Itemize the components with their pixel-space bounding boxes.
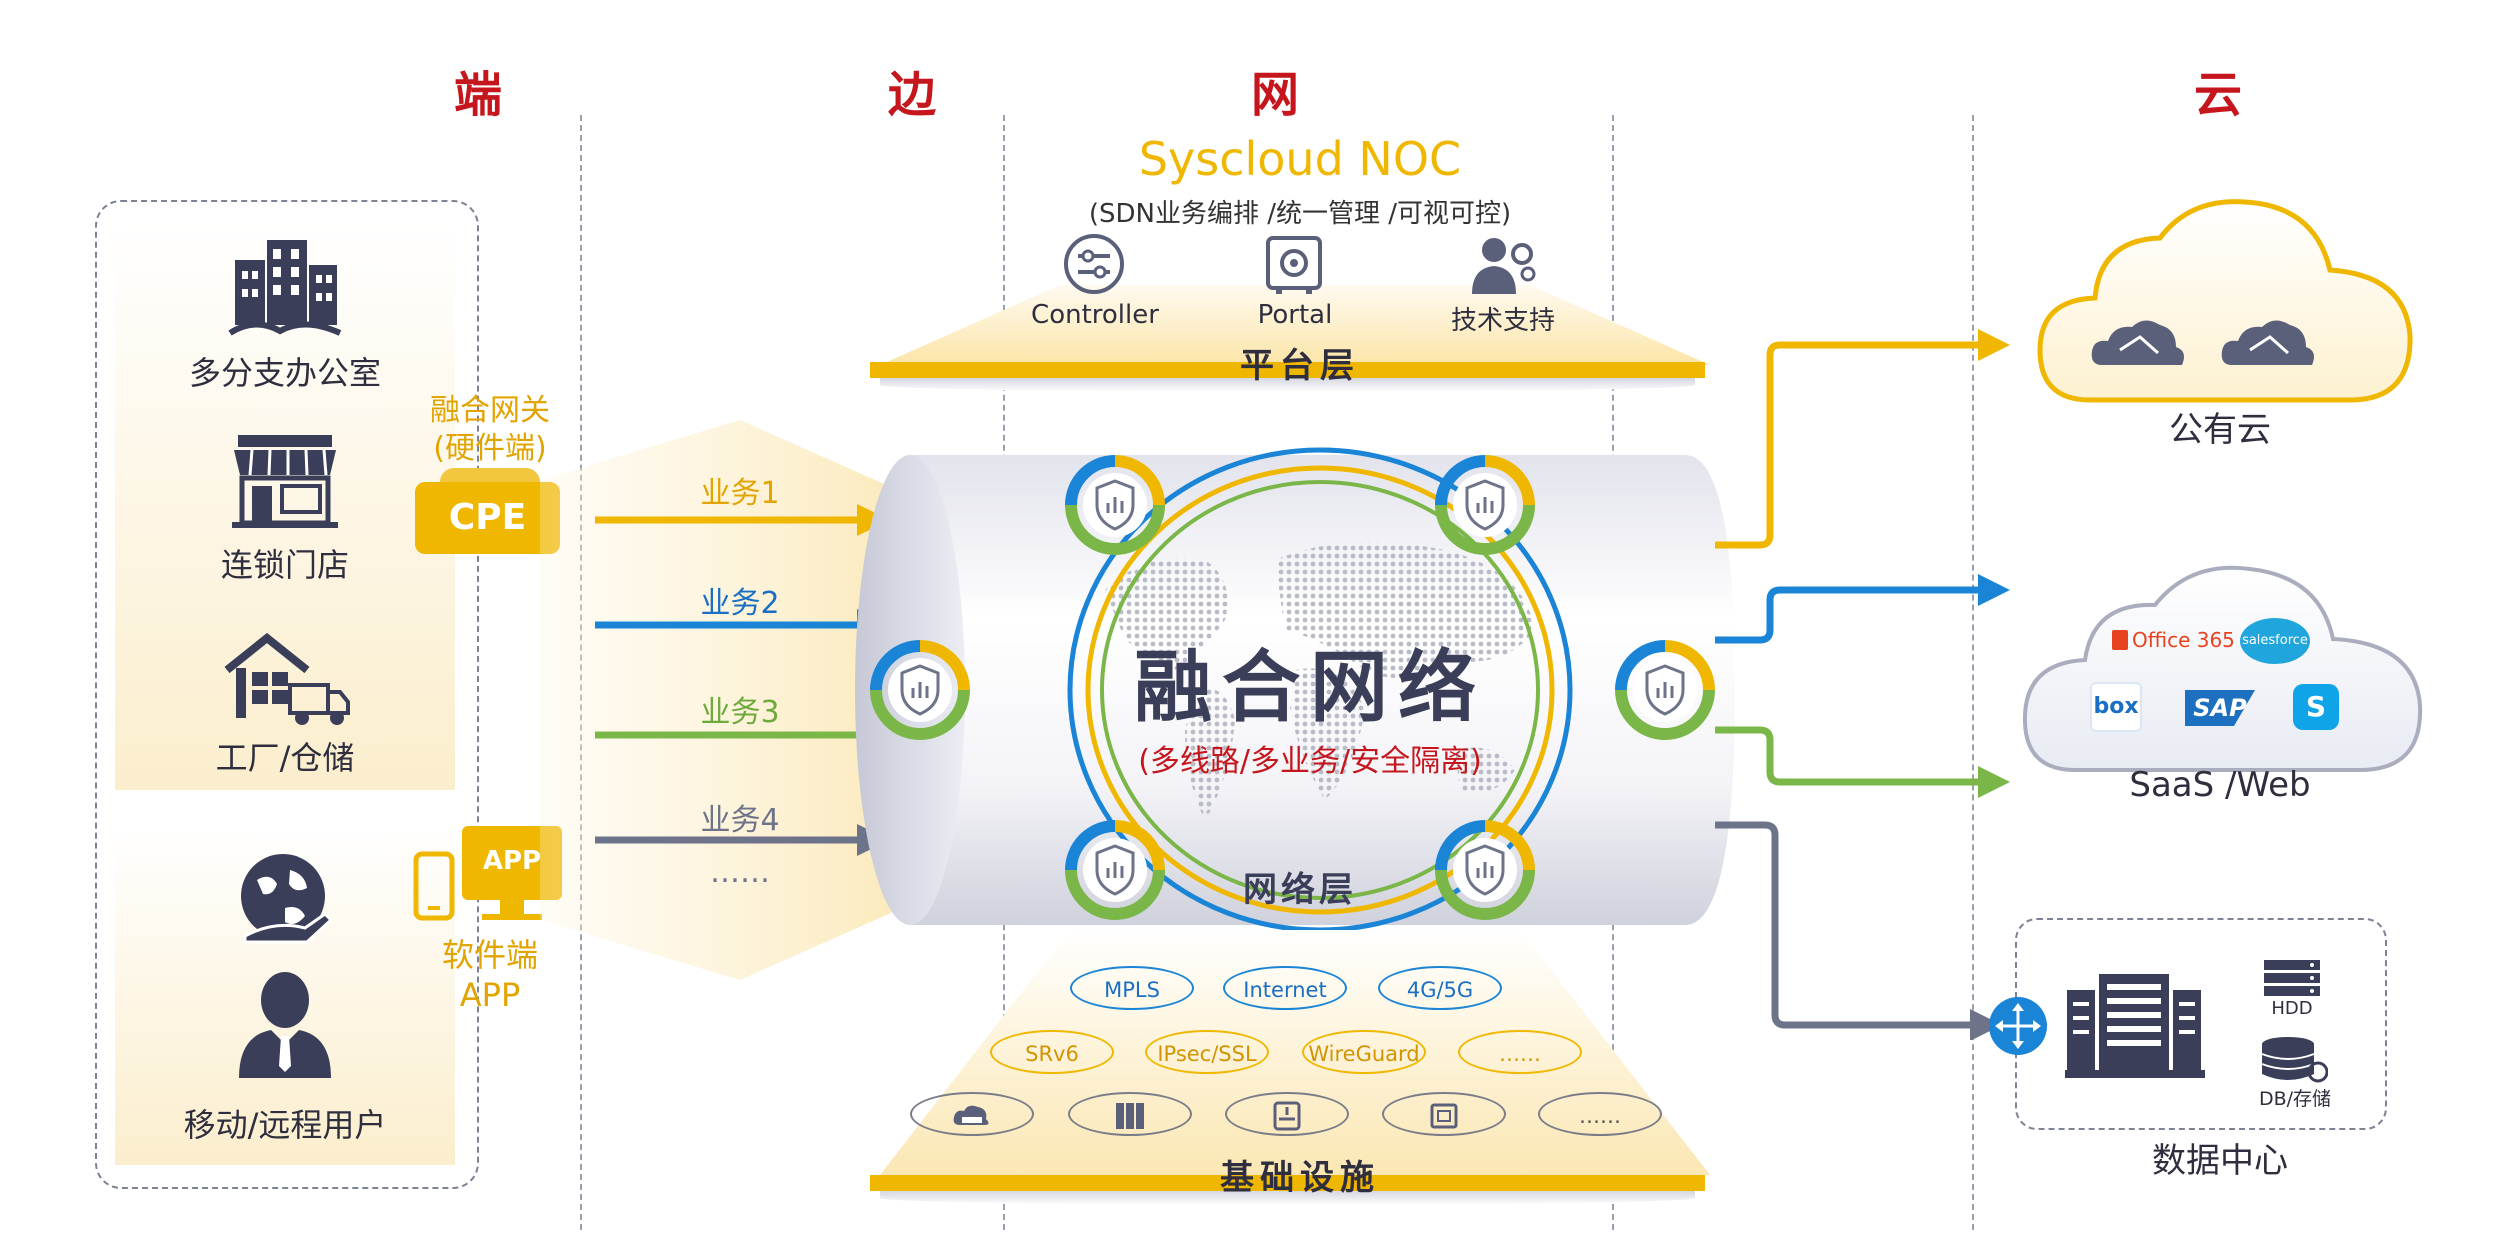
store-icon	[232, 435, 338, 528]
network-subtitle: (多线路/多业务/安全隔离)	[1138, 744, 1482, 779]
platform-bar	[870, 362, 1705, 378]
branch-office-label: 多分支办公室	[188, 354, 381, 392]
mobile-user-label: 移动/远程用户	[183, 1106, 387, 1144]
software-label-line1: 软件端	[441, 936, 538, 974]
infra-cloud-device	[910, 1092, 1034, 1136]
office-building-icon	[228, 240, 342, 336]
controller-label: Controller	[1031, 300, 1159, 330]
sap-logo: SAP	[2185, 690, 2255, 726]
portal-label: Portal	[1257, 300, 1333, 330]
hdd-label: HDD	[2271, 998, 2313, 1019]
infra-router-device	[1382, 1092, 1506, 1136]
cpe-antenna	[440, 468, 540, 482]
skype-logo: S	[2293, 684, 2339, 730]
tunnel-more: ……	[1458, 1030, 1582, 1074]
service-3-label: 业务3	[700, 695, 780, 730]
network-hub-icon	[1989, 997, 2047, 1055]
link-4g5g: 4G/5G	[1378, 966, 1502, 1010]
platform-trapezoid	[880, 285, 1710, 365]
datacenter-label: 数据中心	[2152, 1141, 2288, 1181]
saas-label: SaaS /Web	[2129, 765, 2311, 805]
box-logo: box	[2090, 682, 2142, 732]
office365-label: Office 365	[2132, 628, 2235, 652]
link-mpls: MPLS	[1070, 966, 1194, 1010]
salesforce-logo: salesforce	[2240, 618, 2310, 664]
infra-shadow	[880, 1191, 1695, 1205]
infra-switch-device	[1225, 1092, 1349, 1136]
shield-node-icon	[870, 640, 970, 740]
cpe-device: CPE	[415, 482, 560, 554]
chain-store-label: 连锁门店	[220, 546, 349, 584]
infra-bar	[870, 1175, 1705, 1191]
factory-label: 工厂/仓储	[215, 739, 355, 777]
service-1-label: 业务1	[700, 476, 780, 511]
world-map-graphic	[1105, 542, 1535, 820]
shield-node-icon	[1615, 640, 1715, 740]
switch-icon	[1273, 1101, 1301, 1131]
endpoints-box	[95, 200, 479, 1189]
tunnel-srv6: SRv6	[990, 1030, 1114, 1074]
cloud-arrows	[1715, 329, 2010, 1040]
support-label: 技术支持	[1450, 306, 1555, 336]
shield-node-icon	[1435, 455, 1535, 555]
infra-more: ……	[1538, 1092, 1662, 1136]
app-badge: APP	[482, 846, 542, 876]
cloud-nodes-icon	[2091, 320, 2314, 365]
cloud-server-icon	[953, 1105, 989, 1125]
hdd-icon	[2264, 960, 2320, 996]
shield-node-icon	[1435, 820, 1535, 920]
column-title-edge: 边	[887, 67, 936, 123]
platform-layer-label: 平台层	[1240, 346, 1360, 386]
column-title-end: 端	[453, 67, 502, 123]
infra-layer-label: 基础设施	[1220, 1158, 1380, 1198]
gateway-label-line1: 融合网关	[430, 393, 550, 428]
gateway-label-line2: (硬件端)	[433, 431, 547, 466]
network-title: 融合网络	[1133, 643, 1486, 733]
database-icon	[2261, 1037, 2328, 1083]
service-4-label: 业务4	[700, 803, 780, 838]
office365-icon	[2112, 630, 2128, 650]
tech-support-icon	[1472, 238, 1536, 294]
infra-rack-device	[1068, 1092, 1192, 1136]
router-icon	[1430, 1103, 1458, 1129]
network-layer-label: 网络层	[1243, 870, 1357, 910]
platform-shadow	[880, 378, 1695, 392]
shield-node-icon	[1065, 820, 1165, 920]
tunnel-wireguard: WireGuard	[1302, 1030, 1426, 1074]
service-2-label: 业务2	[700, 586, 780, 621]
portal-safe-icon	[1266, 236, 1322, 294]
db-label: DB/存储	[2258, 1088, 2332, 1110]
factory-truck-icon	[224, 632, 350, 725]
shield-node-icon	[1065, 455, 1165, 555]
software-label-line2: APP	[459, 976, 521, 1014]
noc-title: Syscloud NOC	[1138, 132, 1462, 186]
column-title-cloud: 云	[2193, 67, 2242, 123]
app-devices-icon	[413, 826, 562, 921]
noc-subtitle: (SDN业务编排 /统一管理 /可视可控)	[1088, 199, 1512, 229]
service-more-label: ……	[710, 855, 770, 890]
saas-cloud-shape	[2022, 565, 2423, 772]
tunnel-ipsec: IPsec/SSL	[1145, 1030, 1269, 1074]
link-internet: Internet	[1223, 966, 1347, 1010]
public-cloud-label: 公有云	[2169, 410, 2271, 450]
column-title-net: 网	[1250, 67, 1299, 123]
separator-4	[1972, 115, 1974, 1230]
controller-icon	[1064, 234, 1124, 294]
network-rings	[1067, 447, 1573, 933]
server-cluster-icon	[2065, 974, 2205, 1078]
globe-hand-icon	[241, 854, 334, 944]
remote-user-icon	[239, 972, 331, 1078]
server-rack-icon	[1116, 1103, 1144, 1129]
